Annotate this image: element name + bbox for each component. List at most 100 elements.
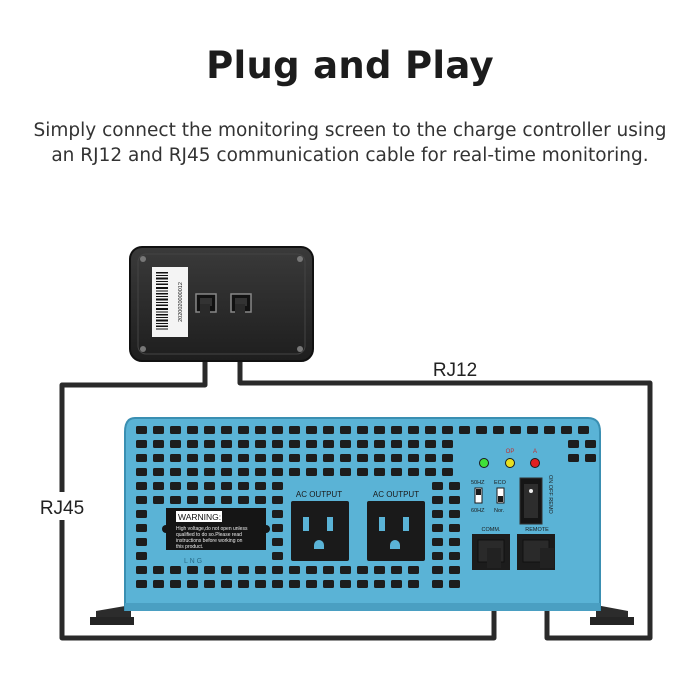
ac-output-label-2: AC OUTPUT [373, 490, 419, 499]
vent-slot [374, 440, 385, 448]
vent-slot [306, 454, 317, 462]
vent-slot [578, 426, 589, 434]
vent-slot [391, 580, 402, 588]
vent-slot [449, 496, 460, 504]
vent-slot [432, 538, 443, 546]
vent-grille [136, 426, 596, 588]
vent-slot [442, 426, 453, 434]
warning-text-4: this product. [176, 544, 203, 550]
vent-slot [391, 566, 402, 574]
ac-output-label-1: AC OUTPUT [296, 490, 342, 499]
vent-slot [136, 440, 147, 448]
vent-slot [204, 426, 215, 434]
vent-slot [432, 482, 443, 490]
barcode-number: 2020020000012 [178, 282, 184, 322]
vent-slot [459, 426, 470, 434]
vent-slot [170, 496, 181, 504]
vent-slot [238, 454, 249, 462]
vent-slot [323, 454, 334, 462]
vent-slot [357, 440, 368, 448]
vent-slot [272, 468, 283, 476]
vent-slot [323, 566, 334, 574]
vent-slot [136, 454, 147, 462]
vent-slot [255, 426, 266, 434]
vent-slot [391, 440, 402, 448]
vent-slot [136, 538, 147, 546]
rj12-cable [237, 312, 653, 641]
vent-slot [408, 566, 419, 574]
vent-slot [204, 440, 215, 448]
vent-slot [255, 496, 266, 504]
vent-slot [323, 426, 334, 434]
vent-slot [272, 496, 283, 504]
mode-switch: ECO Nor. [494, 480, 507, 514]
vent-slot [289, 566, 300, 574]
vent-slot [204, 482, 215, 490]
vent-slot [136, 524, 147, 532]
vent-slot [374, 454, 385, 462]
vent-slot [306, 580, 317, 588]
page-title: Plug and Play [206, 44, 494, 87]
ac-outlet-2: AC OUTPUT [367, 490, 425, 561]
vent-slot [204, 580, 215, 588]
vent-slot [432, 524, 443, 532]
vent-slot [255, 566, 266, 574]
vent-slot [340, 468, 351, 476]
vent-slot [408, 580, 419, 588]
vent-slot [272, 440, 283, 448]
vent-slot [432, 580, 443, 588]
monitor-screen: 2020020000012 [129, 246, 314, 362]
vent-slot [340, 566, 351, 574]
vent-slot [272, 566, 283, 574]
vent-slot [187, 468, 198, 476]
terminal-labels: L N G [184, 558, 202, 565]
vent-slot [221, 496, 232, 504]
power-rocker-switch: ON OFF REMO [519, 475, 553, 525]
vent-slot [204, 468, 215, 476]
vent-slot [153, 454, 164, 462]
vent-slot [187, 566, 198, 574]
page-description: Simply connect the monitoring screen to … [33, 120, 667, 166]
vent-slot [432, 496, 443, 504]
vent-slot [408, 468, 419, 476]
vent-slot [153, 566, 164, 574]
barcode-sticker: 2020020000012 [152, 267, 188, 337]
vent-slot [449, 524, 460, 532]
vent-slot [272, 580, 283, 588]
vent-slot [527, 426, 538, 434]
vent-slot [442, 454, 453, 462]
vent-slot [425, 468, 436, 476]
vent-slot [449, 510, 460, 518]
vent-slot [153, 580, 164, 588]
vent-slot [432, 552, 443, 560]
vent-slot [340, 440, 351, 448]
vent-slot [272, 510, 283, 518]
vent-slot [153, 426, 164, 434]
comm-port-label: COMM. [482, 527, 501, 533]
vent-slot [306, 426, 317, 434]
vent-slot [221, 440, 232, 448]
vent-slot [170, 426, 181, 434]
vent-slot [544, 426, 555, 434]
vent-slot [289, 454, 300, 462]
switch-label: ON OFF REMO [547, 475, 553, 515]
vent-slot [493, 426, 504, 434]
vent-slot [357, 468, 368, 476]
vent-slot [221, 482, 232, 490]
vent-slot [449, 580, 460, 588]
vent-slot [238, 566, 249, 574]
vent-slot [272, 482, 283, 490]
vent-slot [170, 482, 181, 490]
vent-slot [187, 482, 198, 490]
vent-slot [272, 426, 283, 434]
vent-slot [568, 454, 579, 462]
vent-slot [238, 468, 249, 476]
vent-slot [136, 566, 147, 574]
vent-slot [187, 426, 198, 434]
vent-slot [238, 426, 249, 434]
vent-slot [408, 426, 419, 434]
vent-slot [272, 552, 283, 560]
vent-slot [170, 440, 181, 448]
frequency-switch: 50HZ 60HZ [471, 480, 485, 514]
vent-slot [449, 552, 460, 560]
